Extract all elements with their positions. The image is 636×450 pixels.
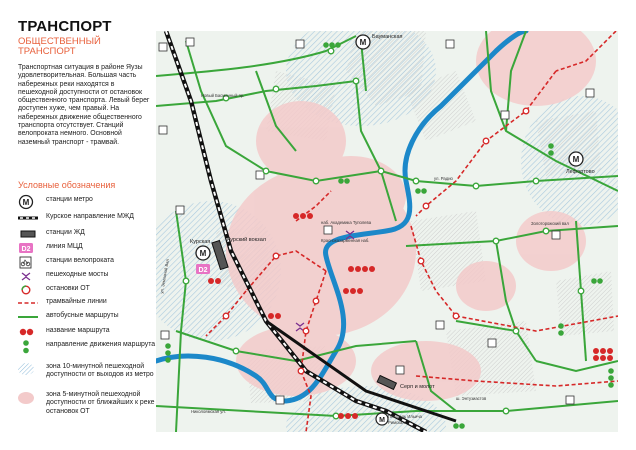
svg-text:M: M (200, 249, 207, 258)
metro-kurskaya[interactable]: M (195, 245, 211, 261)
label-rimskaya: Римская (388, 420, 405, 425)
metro-icon: M (18, 194, 34, 210)
mcd-badge-icon: D2 (19, 243, 33, 253)
legend-label: Курское направление МЖД (46, 213, 134, 220)
metro-baumanskaya[interactable]: M (355, 34, 371, 50)
rail-stations (211, 239, 398, 391)
zone-10min-icon (18, 363, 34, 375)
svg-text:M: M (23, 198, 30, 207)
metro-serp-i-molot[interactable]: M (375, 412, 389, 426)
legend-label: остановки ОТ (46, 285, 90, 292)
svg-text:M: M (379, 417, 385, 424)
bike-station-icon (19, 256, 32, 269)
legend-label: название маршрута (46, 327, 110, 334)
svg-text:M: M (360, 38, 367, 47)
page-title: ТРАНСПОРТ (18, 18, 112, 35)
bus-line-icon (18, 316, 38, 318)
route-name-markers (208, 213, 613, 419)
label-radio: ул. Радио (434, 176, 453, 181)
label-krasnokazarmennaya: Красноказарменная наб. (321, 238, 370, 243)
legend-label: станции велопроката (46, 257, 114, 264)
bike-stations (158, 37, 595, 405)
pedestrian-bridge-icon (21, 272, 31, 281)
zone-5min-areas (226, 31, 596, 401)
legend-label: автобусные маршруты (46, 312, 119, 319)
label-lefortovo: Лефортово (566, 169, 595, 175)
route-name-icon (19, 328, 34, 336)
legend-label: трамвайные линии (46, 298, 107, 305)
serp-i-molot-station-rect (376, 374, 398, 391)
pedestrian-bridges (295, 230, 355, 332)
label-serp-i-molot: Серп и молот (400, 384, 435, 390)
kursky-station-rect (211, 239, 229, 271)
label-kurskaya: Курская (190, 239, 211, 245)
label-akademika-tupoleva: наб. Академика Туполева (321, 220, 372, 225)
legend-title: Условные обозначения (18, 180, 116, 190)
stop-icon (21, 285, 31, 295)
svg-text:D2: D2 (199, 267, 208, 274)
legend-label: станции метро (46, 196, 93, 203)
legend-label: станции ЖД (46, 229, 85, 236)
railway-line-icon (18, 216, 38, 220)
legend-label: зона 5-минутной пешеходной доступности о… (46, 391, 155, 415)
page-subtitle: ОБЩЕСТВЕННЫЙ ТРАНСПОРТ (18, 36, 101, 57)
label-zolotorozhsky-val: Золоторожский вал (531, 221, 569, 226)
label-nikoloyamskaya: Николоямская ул. (191, 409, 226, 414)
label-kursky-station: Курский вокзал (227, 237, 266, 243)
svg-text:D2: D2 (22, 246, 31, 253)
mcd-badge: D2 (196, 264, 210, 274)
svg-text:M: M (573, 155, 580, 164)
description-text: Транспортная ситуация в районе Яузы удов… (18, 64, 150, 146)
transport-stops (182, 47, 585, 420)
legend-label: линия МЦД (46, 243, 83, 250)
route-direction-icon (23, 340, 29, 354)
legend-label: направление движения маршрута (46, 341, 156, 348)
metro-lefortovo[interactable]: M (568, 151, 584, 167)
metro-stations: M M M M (195, 34, 584, 426)
map-canvas: M M M M D2 (156, 31, 618, 432)
legend-label: зона 10-минутной пешеходной доступности … (46, 363, 154, 379)
label-ploshchad-ilyicha: Площадь Ильича (388, 414, 422, 419)
railway-line (163, 31, 457, 432)
tram-line-icon (18, 302, 38, 304)
legend-label: пешеходные мосты (46, 271, 109, 278)
rail-station-icon (20, 230, 36, 238)
label-novy-basmanny: Новый Басманный пр. (201, 93, 245, 98)
info-panel: ТРАНСПОРТ ОБЩЕСТВЕННЫЙ ТРАНСПОРТ Транспо… (0, 0, 156, 450)
yauza-river (156, 31, 529, 404)
route-direction-markers (165, 42, 614, 429)
label-baumanskaya: Бауманская (372, 34, 403, 40)
zone-5min-icon (18, 392, 34, 404)
label-entuziastov: ш. Энтузиастов (456, 396, 487, 401)
transport-map[interactable]: M M M M D2 (156, 31, 618, 432)
